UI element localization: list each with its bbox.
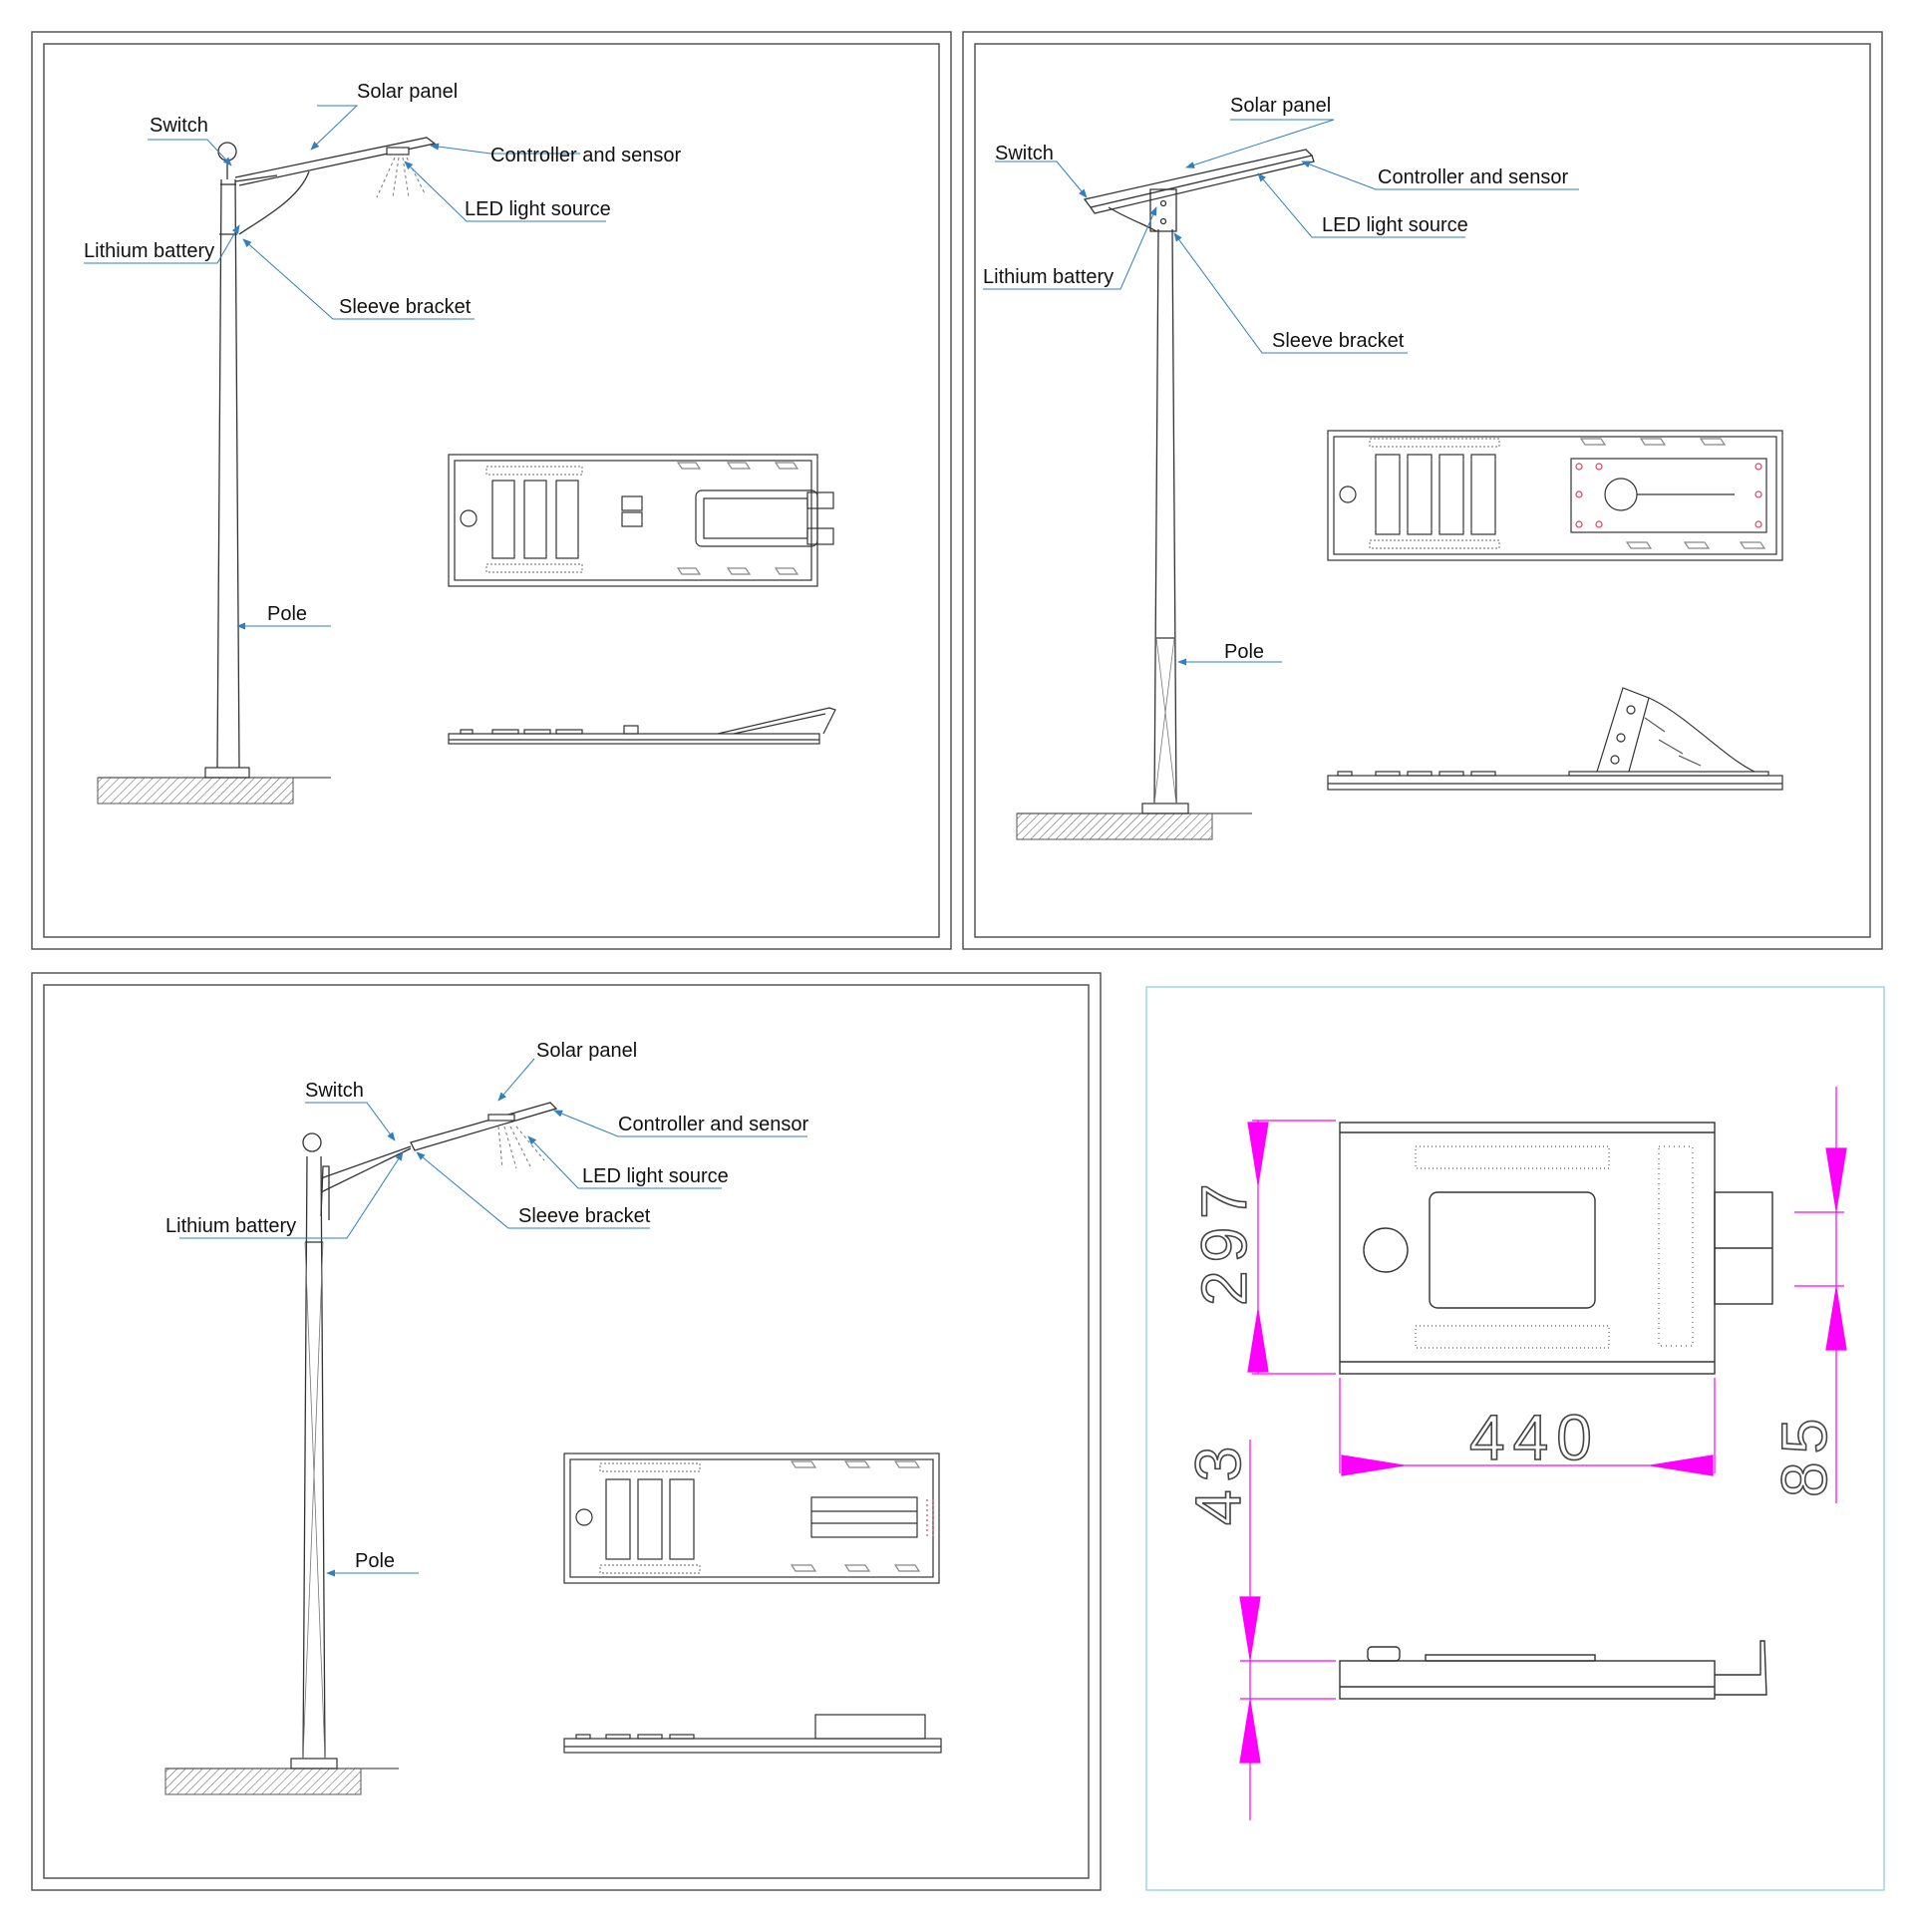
lamp-top-view bbox=[1327, 430, 1783, 561]
label-led: LED light source bbox=[1322, 214, 1468, 236]
panel-2-center-mount: Solar panel Switch Controller and sensor… bbox=[962, 31, 1883, 950]
label-battery: Lithium battery bbox=[983, 266, 1114, 288]
lamp-side-view bbox=[1339, 1640, 1767, 1700]
led-module bbox=[487, 1114, 515, 1122]
panel-1-inner-frame bbox=[43, 43, 940, 938]
label-solar-panel: Solar panel bbox=[357, 81, 458, 103]
light-rays bbox=[376, 157, 426, 198]
panel-1-left-arm: Solar panel Switch Controller and sensor… bbox=[31, 31, 952, 950]
label-sleeve: Sleeve bracket bbox=[339, 296, 472, 318]
label-battery: Lithium battery bbox=[165, 1215, 296, 1237]
label-sleeve: Sleeve bracket bbox=[1272, 330, 1405, 352]
panel-2-outer-frame bbox=[962, 31, 1883, 950]
label-pole: Pole bbox=[267, 603, 307, 625]
panel-3-outer-frame bbox=[31, 972, 1102, 1891]
label-led: LED light source bbox=[465, 198, 611, 220]
lamp-top-view bbox=[1339, 1122, 1773, 1375]
dimension-bracket bbox=[1794, 1087, 1847, 1503]
pole-base-plate bbox=[290, 1758, 338, 1770]
pole bbox=[1153, 228, 1177, 805]
ground-hatch bbox=[1016, 812, 1213, 840]
lamp-side-view bbox=[448, 707, 836, 745]
pole bbox=[302, 1155, 326, 1760]
lamp-side-view bbox=[563, 1714, 942, 1754]
lamp-and-bracket bbox=[1083, 149, 1315, 232]
lamp-top-view bbox=[448, 454, 834, 587]
lamp-arm bbox=[234, 137, 437, 235]
lamp-top-view bbox=[563, 1452, 940, 1584]
dimension-thickness bbox=[1239, 1440, 1336, 1820]
switch-cap bbox=[217, 142, 237, 161]
pole-base-plate bbox=[1141, 803, 1189, 814]
label-solar-panel: Solar panel bbox=[1230, 95, 1331, 117]
label-controller: Controller and sensor bbox=[490, 145, 682, 166]
led-module bbox=[386, 147, 410, 156]
dimension-width bbox=[1339, 1378, 1716, 1476]
panel-4-frame bbox=[1145, 986, 1885, 1891]
pole bbox=[216, 178, 240, 769]
label-sleeve: Sleeve bracket bbox=[518, 1205, 651, 1227]
label-controller: Controller and sensor bbox=[618, 1114, 809, 1135]
dim-label-thickness: 43 bbox=[1182, 1439, 1254, 1525]
label-switch: Switch bbox=[995, 143, 1054, 164]
label-solar-panel: Solar panel bbox=[536, 1040, 637, 1062]
dim-label-width: 440 bbox=[1469, 1402, 1600, 1473]
label-controller: Controller and sensor bbox=[1378, 166, 1569, 188]
switch-cap bbox=[302, 1132, 322, 1152]
leader-lines bbox=[983, 119, 1579, 666]
ground-hatch bbox=[164, 1768, 362, 1795]
panel-1-outer-frame bbox=[31, 31, 952, 950]
label-pole: Pole bbox=[355, 1550, 395, 1572]
ground-hatch bbox=[97, 777, 294, 805]
dimension-height bbox=[1247, 1120, 1336, 1375]
label-battery: Lithium battery bbox=[84, 240, 214, 262]
pole-base-plate bbox=[204, 767, 250, 779]
label-led: LED light source bbox=[582, 1165, 729, 1187]
dim-label-height: 297 bbox=[1188, 1175, 1260, 1306]
leader-lines bbox=[84, 105, 606, 630]
light-rays bbox=[497, 1126, 545, 1169]
dim-label-bracket: 85 bbox=[1768, 1411, 1840, 1497]
label-switch: Switch bbox=[305, 1080, 364, 1102]
panel-4-dimension-drawing: 297 440 85 43 bbox=[1145, 986, 1885, 1891]
panel-2-inner-frame bbox=[974, 43, 1871, 938]
panel-3-inner-frame bbox=[43, 984, 1090, 1879]
panel-3-single-arm: Solar panel Switch Controller and sensor… bbox=[31, 972, 1102, 1891]
label-switch: Switch bbox=[150, 115, 208, 137]
lamp-side-view bbox=[1327, 687, 1783, 791]
label-pole: Pole bbox=[1224, 641, 1264, 663]
leader-lines bbox=[179, 1058, 807, 1577]
lamp-arm bbox=[320, 1102, 558, 1220]
